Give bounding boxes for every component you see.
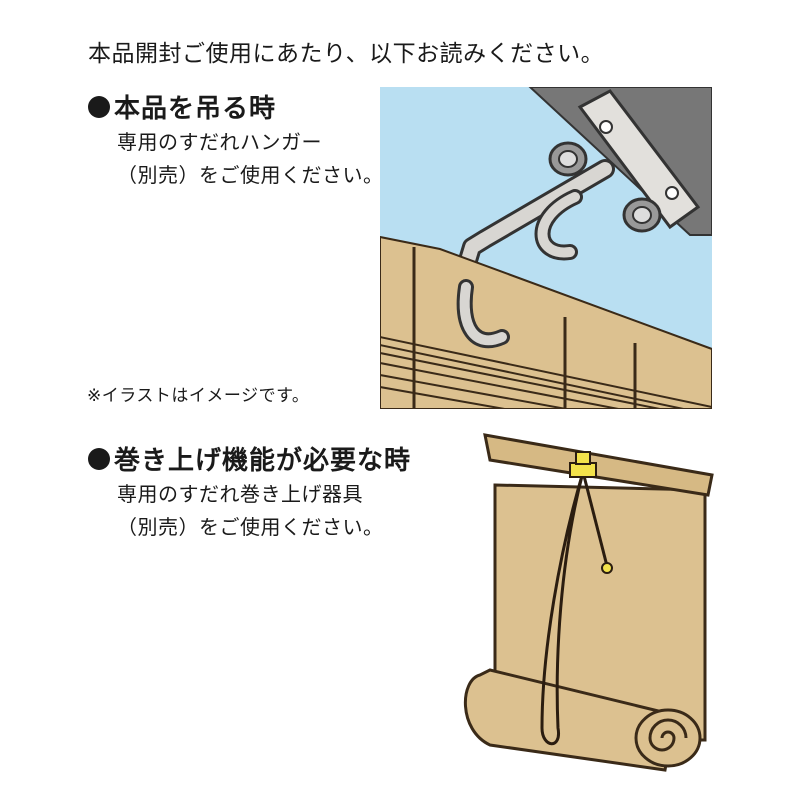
bracket-plate — [577, 89, 701, 230]
section1-line-2: （別売）をご使用ください。 — [117, 163, 384, 187]
section2-line-2: （別売）をご使用ください。 — [117, 515, 384, 539]
section1-heading: 本品を吊る時 — [88, 88, 276, 125]
rolled-blind — [463, 668, 702, 772]
screw-knob-icon — [548, 141, 588, 177]
cord-clip-icon — [569, 462, 597, 478]
cord-clip-top — [575, 451, 591, 465]
hanger-hook-fill — [459, 282, 507, 346]
section1-description: 専用のすだれハンガー （別売）をご使用ください。 — [117, 126, 384, 192]
cord-tail — [581, 471, 609, 567]
cord-bead-icon — [601, 562, 613, 574]
bullet-icon — [88, 447, 110, 470]
screw-knob-icon — [622, 197, 662, 233]
section2-heading: 巻き上げ機能が必要な時 — [88, 440, 411, 477]
hanger-illustration — [380, 87, 712, 409]
roll-up-illustration — [463, 433, 714, 772]
pull-cord — [540, 471, 585, 746]
section2-line-1: 専用のすだれ巻き上げ器具 — [117, 482, 363, 506]
bullet-icon — [88, 95, 110, 118]
section1-line-1: 専用のすだれハンガー — [117, 130, 322, 154]
blind-body — [493, 483, 707, 742]
intro-text: 本品開封ご使用にあたり、以下お読みください。 — [88, 41, 605, 67]
section1-heading-text: 本品を吊る時 — [114, 94, 277, 124]
section2-heading-text: 巻き上げ機能が必要な時 — [114, 446, 412, 476]
section2-description: 専用のすだれ巻き上げ器具 （別売）をご使用ください。 — [117, 478, 384, 544]
illustration-note: ※イラストはイメージです。 — [87, 386, 310, 406]
top-rail — [483, 433, 714, 497]
